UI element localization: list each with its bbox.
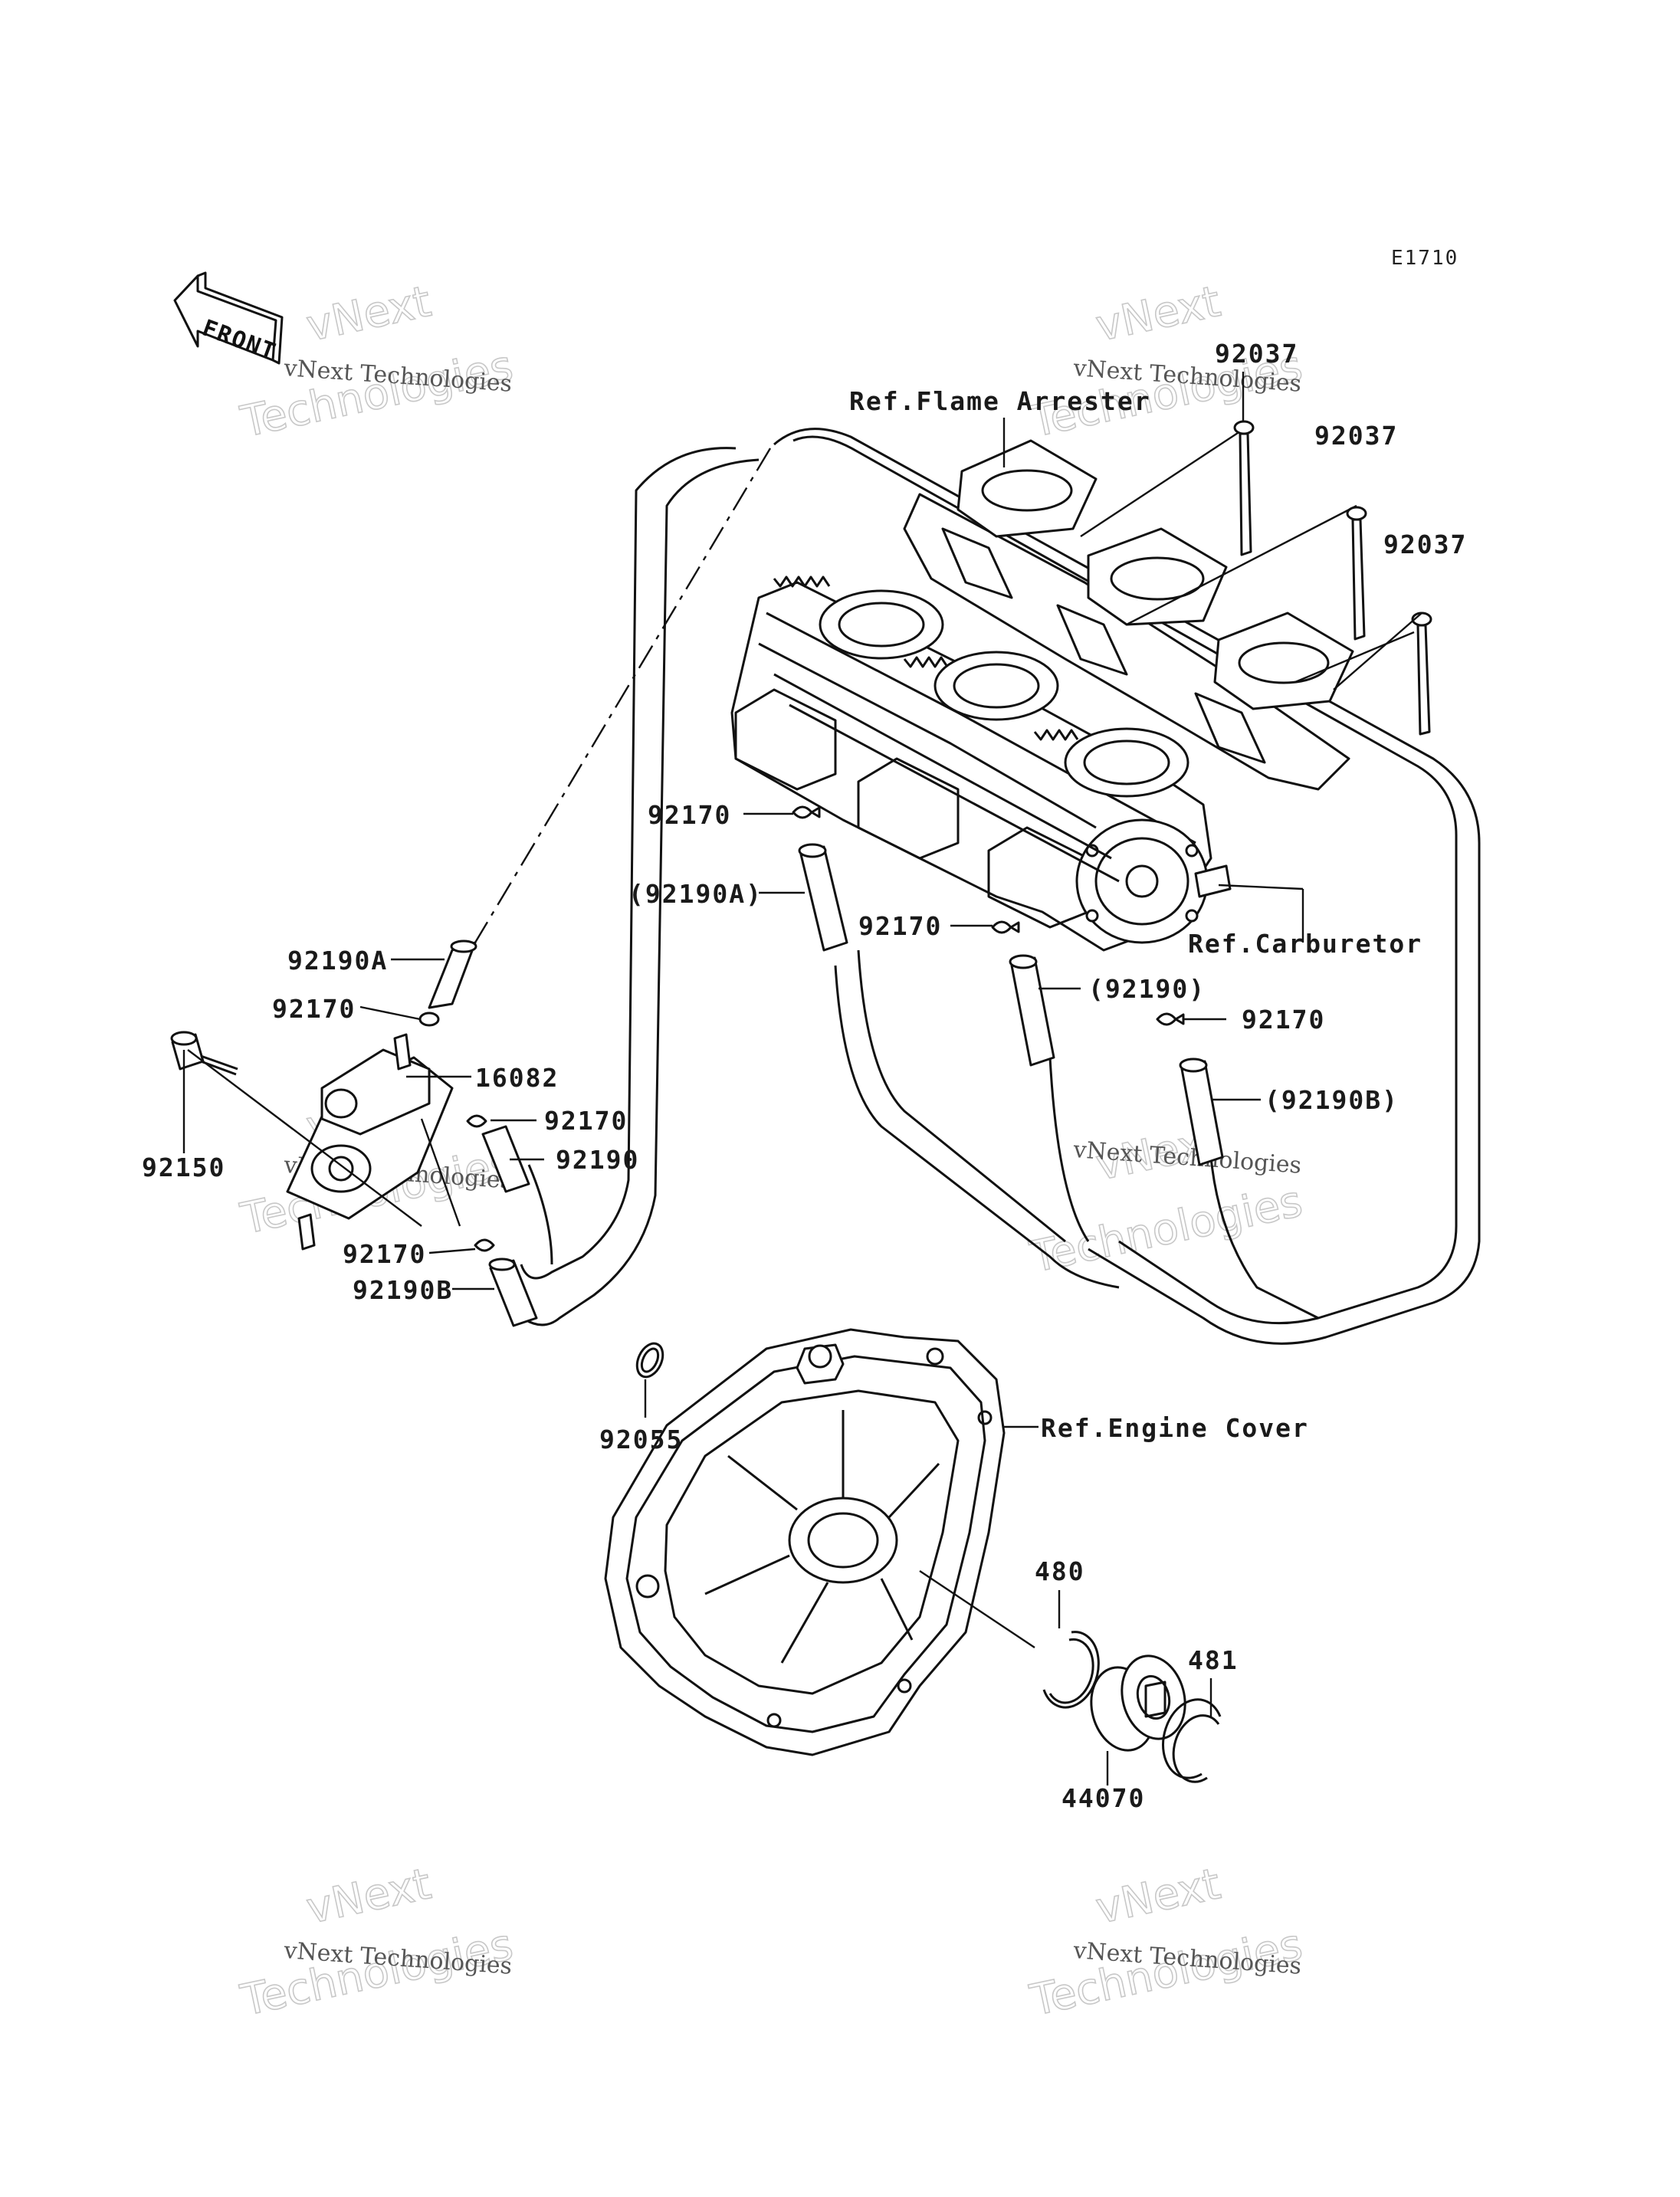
clamp-92170-d [418,1012,440,1027]
label-92170-d: 92170 [272,994,356,1024]
flange-1 [956,439,1098,538]
label-481: 481 [1188,1645,1239,1675]
flange-3 [1213,612,1354,710]
o-ring-92055 [635,1342,664,1379]
label-ref-carburetor: Ref.Carburetor [1188,929,1422,959]
hose-92190a-left [428,939,477,1009]
fuel-cock-16082 [286,1033,454,1251]
carburetor-assembly [730,575,1232,952]
svg-text:vNext: vNext [302,277,435,352]
hose-92190b-left [488,1258,538,1327]
label-92190b: 92190B [353,1275,453,1305]
cable-tie-92037-a [1233,420,1255,556]
label-92190-paren: (92190) [1088,974,1206,1004]
label-ref-engine-cover: Ref.Engine Cover [1041,1413,1309,1443]
clamp-92170-c [1156,1012,1185,1026]
label-92055: 92055 [599,1425,683,1454]
label-44070: 44070 [1061,1783,1145,1813]
flame-arrester-plate [903,439,1354,791]
routing-guide-line [474,448,772,943]
svg-text:vNext: vNext [1091,1859,1225,1934]
watermark-mid-right: vNext Technologies vNext Technologies [1025,1115,1308,1283]
label-480: 480 [1035,1556,1085,1586]
bolt-92150 [170,1031,238,1076]
label-92170-c: 92170 [1242,1005,1325,1035]
label-92190b-paren: (92190B) [1265,1085,1399,1115]
label-92170-b: 92170 [858,911,942,941]
label-92190a: 92190A [287,946,388,976]
watermark-bottom-right: vNext Technologies vNext Technologies [1025,1858,1308,2026]
svg-text:vNext: vNext [1091,277,1225,352]
watermark-bottom-left: vNext Technologies vNext Technologies [236,1858,518,2026]
hose-92190b-upper [1179,1058,1224,1166]
carburetor-fuel-pump [1075,818,1232,944]
clamp-92170-a [792,805,821,819]
label-92037-b: 92037 [1314,421,1398,451]
cable-tie-92037-c [1411,612,1432,736]
hose-92190-left [481,1125,530,1193]
label-92170-a: 92170 [648,800,731,830]
flange-2 [1087,527,1228,626]
svg-text:vNext: vNext [302,1859,435,1934]
bearing-44070 [1090,1654,1186,1752]
diagram-code: E1710 [1391,247,1459,270]
label-ref-flame-arrester: Ref.Flame Arrester [849,386,1151,416]
hose-92190a-upper [798,843,848,952]
label-92190a-paren: (92190A) [628,879,763,909]
label-92037-a: 92037 [1215,339,1298,369]
hose-92190 [1009,954,1055,1067]
label-16082: 16082 [475,1063,559,1093]
circlip-480 [1042,1631,1100,1709]
cable-tie-92037-b [1346,506,1367,641]
label-92190: 92190 [556,1145,639,1175]
clamp-92170-b [991,920,1020,934]
circlip-481 [1162,1698,1222,1783]
part-labels: 92037 92037 92037 Ref.Flame Arrester 921… [142,339,1467,1813]
clamp-92170-f [474,1238,495,1252]
hose-routing-outline [504,428,1481,1345]
label-92037-c: 92037 [1383,530,1467,559]
label-92170-e: 92170 [544,1106,628,1136]
engine-cover [604,1328,1006,1756]
clamp-92170-e [466,1114,487,1128]
label-92170-f: 92170 [343,1239,426,1269]
front-arrow-icon: FRONT [173,271,284,366]
label-92150: 92150 [142,1153,225,1182]
leader-lines [182,372,1422,1785]
